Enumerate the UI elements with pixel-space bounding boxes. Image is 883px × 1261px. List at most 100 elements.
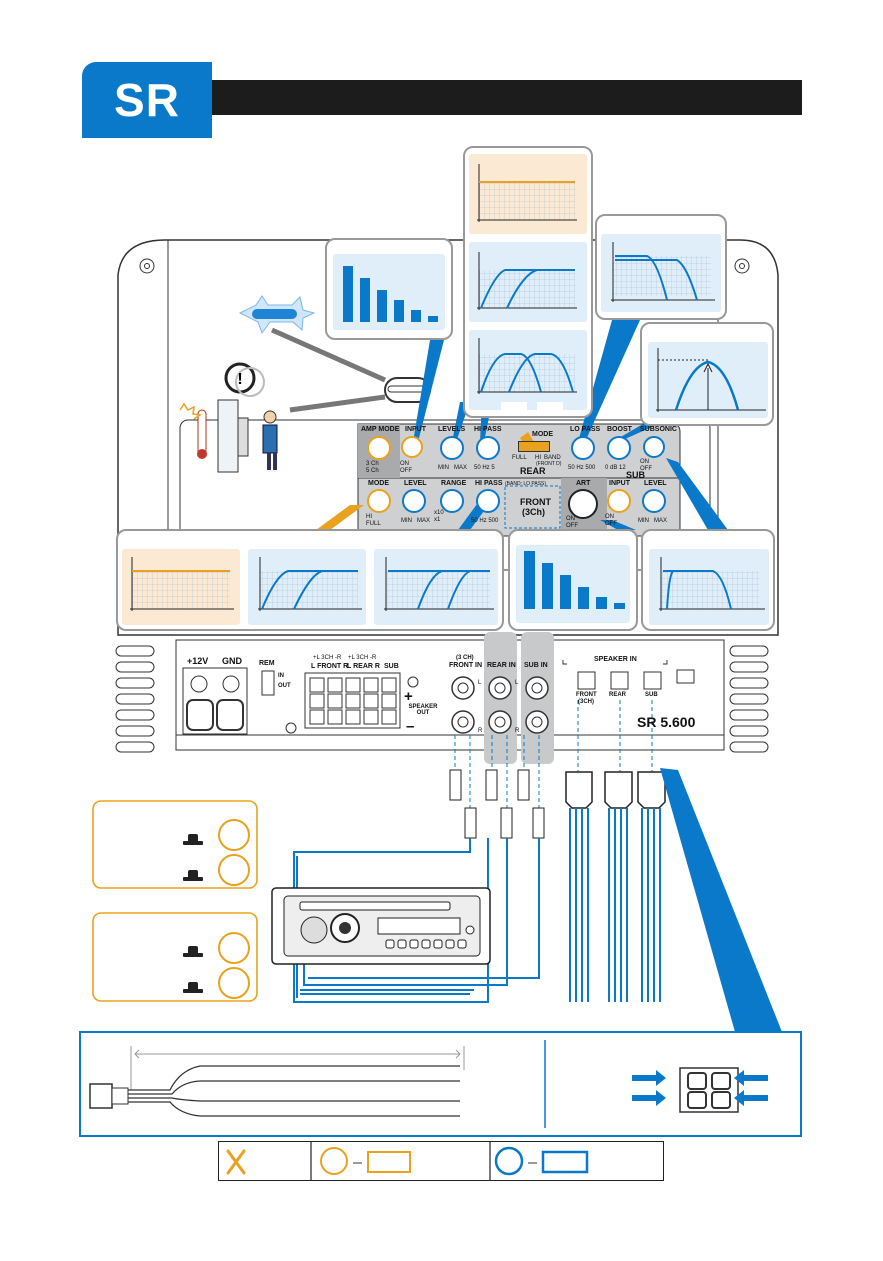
- sub-level-knob[interactable]: [642, 489, 666, 513]
- rear-input-label: INPUT: [405, 426, 426, 433]
- rem-label: REM: [259, 660, 275, 667]
- gnd-label: GND: [222, 656, 242, 666]
- front-hi-pass-label: HI PASS: [475, 480, 503, 487]
- rear-mode-switch[interactable]: [518, 441, 550, 452]
- sub-in-rca-jacks[interactable]: [526, 677, 548, 733]
- rem-in-label: IN: [278, 673, 284, 679]
- rear-in-r-label: R: [478, 728, 483, 734]
- front-in-rca-jacks[interactable]: [452, 677, 474, 733]
- boost-peak-graph: [648, 342, 768, 418]
- rear-levels-knob[interactable]: [440, 436, 464, 460]
- levels-bar-graphic: [333, 254, 445, 330]
- speaker-in-sub-label: SUB: [645, 692, 658, 698]
- speaker-in-label: SPEAKER IN: [594, 656, 637, 663]
- art-switch[interactable]: [568, 489, 598, 519]
- front-filter-graphs: [122, 549, 498, 625]
- range-switch[interactable]: [440, 489, 464, 513]
- art-on: ON: [566, 516, 575, 522]
- front-level-knob[interactable]: [402, 489, 426, 513]
- rear-filter-bubble: [463, 146, 593, 418]
- front-in-note: (3 CH): [456, 655, 474, 661]
- speaker-in-rear-label: REAR: [609, 692, 627, 698]
- speaker-rear-3ch-label: +L 3CH -R: [348, 655, 377, 661]
- range-x1: x1: [434, 517, 441, 523]
- subsonic-switch[interactable]: [643, 436, 665, 458]
- art-off: OFF: [566, 523, 578, 529]
- rear-levels-max: MAX: [454, 465, 468, 471]
- front-mode-full: FULL: [366, 521, 381, 527]
- boost-knob[interactable]: [607, 436, 631, 460]
- front-mode-switch[interactable]: [367, 489, 391, 513]
- amp-mode-opt-5ch: 5 Ch: [366, 468, 379, 474]
- range-x10: x10: [434, 510, 444, 516]
- speaker-out-label: SPEAKER OUT: [408, 704, 438, 716]
- speaker-in-sub-port[interactable]: [644, 672, 661, 689]
- front-level-min: MIN: [401, 518, 412, 524]
- power-12v-terminal[interactable]: [189, 676, 209, 696]
- boost-range: 0 dB 12: [605, 465, 626, 471]
- front-level-max: MAX: [417, 518, 431, 524]
- rear-hi-pass-knob[interactable]: [476, 436, 500, 460]
- rear-in-label: REAR IN: [487, 662, 516, 669]
- levels-bubble: [325, 238, 453, 340]
- rear-mode-full: FULL: [512, 455, 527, 461]
- header-bar: [212, 80, 802, 115]
- speaker-in-rear-port[interactable]: [611, 672, 628, 689]
- sub-level-bubble: [508, 529, 638, 631]
- speaker-minus-sign: –: [406, 718, 415, 735]
- sub-input-on: ON: [605, 514, 614, 520]
- speaker-in-front-label: FRONT: [576, 692, 597, 698]
- sub-level-bars: [516, 545, 630, 623]
- rear-levels-label: LEVELS: [438, 426, 466, 433]
- rear-filter-graphs: [469, 154, 587, 412]
- speaker-out-terminal-block[interactable]: [305, 673, 400, 728]
- subsonic-off: OFF: [640, 466, 652, 472]
- front-section-sublabel: (3Ch): [522, 507, 545, 517]
- front-in-label: FRONT IN: [449, 662, 483, 669]
- amp-mode-opt-3ch: 3 Ch: [366, 461, 379, 467]
- lo-pass-knob[interactable]: [571, 436, 595, 460]
- lo-pass-bubble: [595, 214, 727, 320]
- sub-in-r-label: R: [515, 728, 520, 734]
- rem-out-label: OUT: [278, 683, 291, 689]
- speaker-sub-label: SUB: [384, 663, 399, 670]
- amp-mode-label: AMP MODE: [361, 426, 400, 433]
- rear-mode-band: BAND: [544, 455, 561, 461]
- rear-input-switch[interactable]: [401, 436, 423, 458]
- art-label: ART: [576, 480, 591, 487]
- front-hi-pass-range: 50 Hz 500: [471, 518, 499, 524]
- speaker-rear-lr-label: L REAR R: [347, 663, 380, 670]
- front-mode-hi: HI: [366, 514, 372, 520]
- sub-in-l-label: L: [515, 680, 519, 686]
- subsonic-on: ON: [640, 459, 649, 465]
- rear-mode-note: (FRONT D): [536, 461, 562, 467]
- sub-lo-pass-bubble: [641, 529, 775, 631]
- boost-label: BOOST: [607, 426, 632, 433]
- speaker-in-front-note: (3CH): [578, 699, 594, 705]
- lo-pass-label: LO PASS: [570, 426, 601, 433]
- front-mode-label: MODE: [368, 480, 389, 487]
- front-filter-bubble: [116, 529, 504, 631]
- power-12v-label: +12V: [187, 656, 209, 666]
- range-label: RANGE: [441, 480, 467, 487]
- rem-terminal[interactable]: [262, 671, 274, 695]
- sub-lo-pass-graph: [649, 549, 769, 625]
- boost-bubble: [640, 322, 774, 426]
- lo-pass-range: 50 Hz 500: [568, 465, 596, 471]
- sub-level-max: MAX: [654, 518, 668, 524]
- svg-text:!: !: [237, 371, 242, 388]
- front-level-label: LEVEL: [404, 480, 427, 487]
- rear-mode-label: MODE: [532, 431, 553, 438]
- speaker-plus-sign: +: [404, 688, 413, 705]
- gnd-terminal[interactable]: [221, 676, 241, 696]
- rear-in-l-label: L: [478, 680, 482, 686]
- front-hi-pass-knob[interactable]: [476, 489, 500, 513]
- legend: [218, 1141, 664, 1181]
- front-section-label: FRONT: [520, 497, 551, 507]
- rear-levels-min: MIN: [438, 465, 449, 471]
- rear-in-rca-jacks[interactable]: [489, 677, 511, 733]
- speaker-in-front-port[interactable]: [578, 672, 595, 689]
- speaker-front-3ch-label: +L 3CH -R: [313, 655, 342, 661]
- sub-input-switch[interactable]: [607, 489, 631, 513]
- amp-mode-switch[interactable]: [367, 436, 391, 460]
